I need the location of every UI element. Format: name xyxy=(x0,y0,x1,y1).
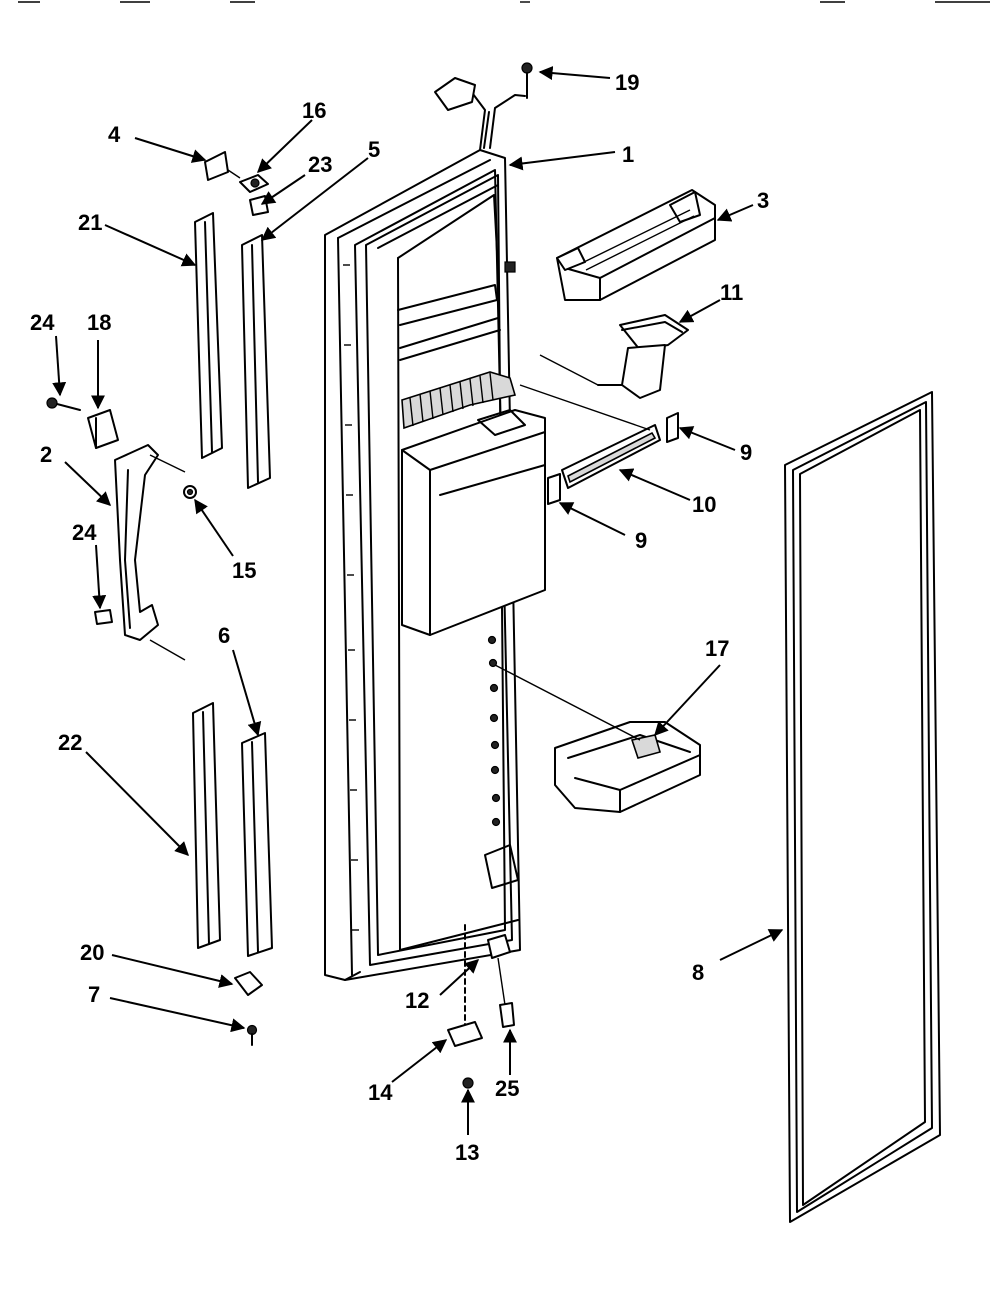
clip-part-4 xyxy=(204,151,241,181)
screw-part-24-upper xyxy=(46,397,81,411)
fastener-part-23 xyxy=(249,195,269,216)
cam-part-12-lower xyxy=(487,934,511,1006)
bushing-part-14 xyxy=(447,1021,483,1047)
callout-6: 6 xyxy=(218,623,230,648)
callout-24-upper: 24 xyxy=(30,310,55,335)
bracket-part-20 xyxy=(234,971,263,996)
callout-1: 1 xyxy=(622,142,634,167)
trim-part-5 xyxy=(241,234,271,489)
door-holes xyxy=(487,635,501,827)
callout-13: 13 xyxy=(455,1140,479,1165)
mount-block-part-18 xyxy=(87,409,119,449)
callout-24-lower: 24 xyxy=(72,520,97,545)
screw-part-19 xyxy=(521,62,533,99)
callout-14: 14 xyxy=(368,1080,393,1105)
screw-part-13 xyxy=(462,1077,474,1089)
slide-rail-part-10 xyxy=(519,384,661,489)
callout-25: 25 xyxy=(495,1076,519,1101)
leader-lines xyxy=(52,66,784,1135)
callout-3: 3 xyxy=(757,188,769,213)
callout-21: 21 xyxy=(78,210,102,235)
trim-part-6 xyxy=(241,732,273,957)
screw-part-15 xyxy=(183,485,197,499)
door-edge-notches xyxy=(343,264,359,931)
callout-18: 18 xyxy=(87,310,111,335)
screw-part-24-lower xyxy=(94,609,113,625)
callout-4: 4 xyxy=(108,122,121,147)
callout-9-lower: 9 xyxy=(635,528,647,553)
shelf-bin-part-3 xyxy=(556,189,716,301)
screw-part-7 xyxy=(246,1024,258,1046)
end-cap-part-9-upper xyxy=(666,412,679,443)
callout-11: 11 xyxy=(720,280,743,305)
callout-7: 7 xyxy=(88,982,100,1007)
callout-5: 5 xyxy=(368,137,380,162)
callout-12: 12 xyxy=(405,988,429,1013)
handle-part-2 xyxy=(114,444,186,661)
drip-tray-part-17 xyxy=(494,664,701,813)
callout-15: 15 xyxy=(232,558,256,583)
end-cap-part-9-lower xyxy=(547,473,561,505)
door-panel-part-1 xyxy=(324,77,546,981)
callout-9-upper: 9 xyxy=(740,440,752,465)
fastener-part-16 xyxy=(239,174,269,193)
callout-20: 20 xyxy=(80,940,104,965)
trim-part-21 xyxy=(194,212,223,459)
callout-10: 10 xyxy=(692,492,716,517)
ice-chute-part-11 xyxy=(539,314,689,399)
door-gasket-part-8 xyxy=(784,391,941,1223)
callout-2: 2 xyxy=(40,442,52,467)
trim-part-22 xyxy=(192,702,221,949)
callout-17: 17 xyxy=(705,636,729,661)
callout-19: 19 xyxy=(615,70,639,95)
callout-16: 16 xyxy=(302,98,326,123)
callout-8: 8 xyxy=(692,960,704,985)
callout-labels: 19 1 16 4 23 5 21 3 11 24 18 2 9 10 9 24… xyxy=(30,70,769,1165)
callout-23: 23 xyxy=(308,152,332,177)
callout-22: 22 xyxy=(58,730,82,755)
screw-part-25 xyxy=(499,1002,515,1028)
